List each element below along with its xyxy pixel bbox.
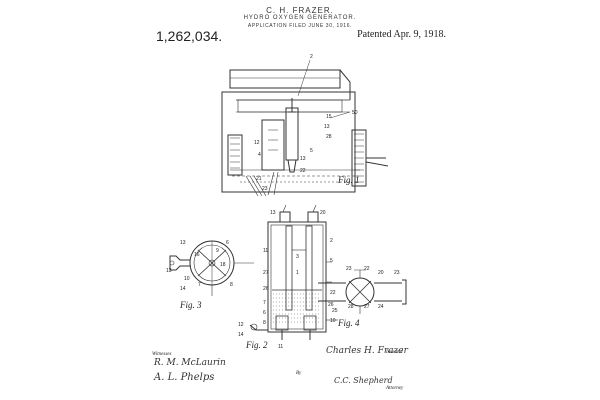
ref-numeral: 14: [238, 332, 244, 338]
ref-numeral: 4: [258, 152, 261, 158]
fig2-drawing: [249, 204, 338, 340]
ref-numeral: 26: [263, 286, 269, 292]
ref-numeral: 10: [184, 276, 190, 282]
ref-numeral: 11: [278, 344, 284, 350]
ref-numeral: 23: [262, 186, 268, 192]
ref-numeral: 22: [364, 266, 370, 272]
ref-numeral: 13: [270, 210, 276, 216]
ref-numeral: 3: [296, 254, 299, 260]
fig4-drawing: [318, 269, 407, 314]
ref-numeral: 16: [194, 252, 200, 258]
ref-numeral: 8: [230, 282, 233, 288]
by-label: By: [296, 371, 302, 376]
ref-numeral: 9: [216, 248, 219, 254]
ref-numeral: 15: [326, 114, 332, 120]
ref-numeral: 22: [330, 290, 336, 296]
ref-numeral: 14: [180, 286, 186, 292]
fig1-drawing: [221, 59, 389, 197]
ref-numeral: 2: [310, 54, 313, 60]
ref-numeral: 13: [324, 124, 330, 130]
ref-numeral: 5: [310, 148, 313, 154]
ref-numeral: 1: [296, 270, 299, 276]
application-filed: APPLICATION FILED JUNE 30, 1916.: [247, 23, 353, 29]
attorney-signature: C.C. Shepherd: [334, 376, 393, 385]
ref-numeral: 20: [378, 270, 384, 276]
ref-numeral: 18: [220, 262, 226, 268]
ref-numeral: 2: [330, 238, 333, 244]
ref-numeral: 26: [328, 302, 334, 308]
ref-numeral: 6: [263, 310, 266, 316]
inventor-name: C. H. FRAZER.: [266, 6, 334, 15]
ref-numeral: 13: [300, 156, 306, 162]
ref-numeral: 27: [263, 270, 269, 276]
ref-numeral: 23: [394, 270, 400, 276]
ref-numeral: 13: [180, 240, 186, 246]
witness-signature-2: A. L. Phelps: [154, 372, 215, 383]
ref-numeral: 23: [346, 266, 352, 272]
ref-numeral: 12: [254, 140, 260, 146]
ref-numeral: 27: [364, 304, 370, 310]
ref-numeral: 20: [320, 210, 326, 216]
inventor-label: Inventor: [386, 350, 403, 355]
ref-numeral: 24: [378, 304, 384, 310]
ref-numeral: 21: [256, 176, 262, 182]
fig1-label: Fig. 1: [338, 175, 360, 185]
patent-sheet: C. H. FRAZER. HYDRO OXYGEN GENERATOR. AP…: [150, 0, 450, 400]
ref-numeral: 50: [352, 110, 358, 116]
fig3-drawing: [169, 240, 254, 296]
patent-drawing: [169, 59, 407, 340]
ref-numeral: 13: [166, 268, 172, 274]
fig4-label: Fig. 4: [338, 318, 360, 328]
patent-date: Patented Apr. 9, 1918.: [357, 29, 446, 40]
fig3-label: Fig. 3: [180, 300, 202, 310]
ref-numeral: 28: [348, 304, 354, 310]
patent-number: 1,262,034.: [156, 28, 223, 44]
ref-numeral: 12: [238, 322, 244, 328]
witnesses-label: Witnesses: [152, 352, 172, 357]
fig2-label: Fig. 2: [246, 340, 268, 350]
ref-numeral: 28: [326, 134, 332, 140]
ref-numeral: 8: [263, 320, 266, 326]
ref-numeral: 6: [226, 240, 229, 246]
invention-title: HYDRO OXYGEN GENERATOR.: [243, 15, 357, 21]
witness-signature-1: R. M. McLaurin: [154, 358, 226, 368]
ref-numeral: 11: [263, 248, 269, 254]
ref-numeral: 25: [332, 308, 338, 314]
ref-numeral: 5: [330, 258, 333, 264]
ref-numeral: 10: [330, 318, 336, 324]
ref-numeral: 22: [300, 168, 306, 174]
ref-numeral: 7: [263, 300, 266, 306]
attorney-label: Attorney: [386, 386, 404, 391]
ref-numeral: 7: [198, 282, 201, 288]
inventor-signature: Charles H. Frazer: [326, 346, 408, 356]
